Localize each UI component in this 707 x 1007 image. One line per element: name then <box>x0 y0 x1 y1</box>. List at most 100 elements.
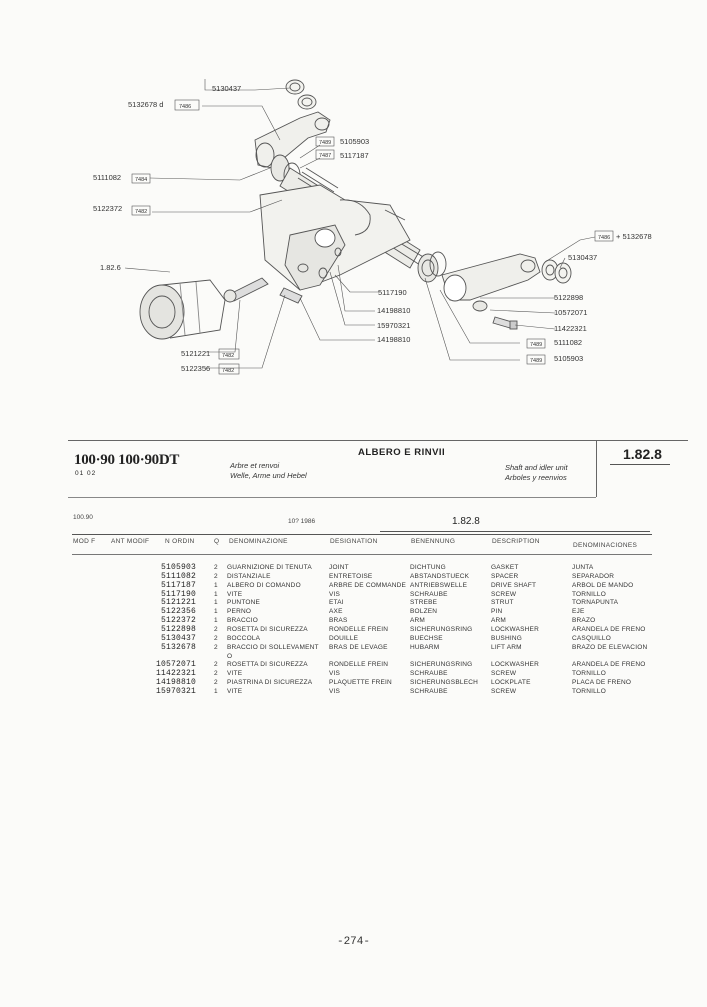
col-mod: MOD F <box>73 538 96 545</box>
cell-it: PUNTONE <box>227 599 261 607</box>
gasket-left <box>270 154 290 182</box>
table-row: 5111082 2 DISTANZIALE ENTRETOISE ABSTANDSTUE… <box>0 572 707 581</box>
cell-n: 5117190 <box>160 589 196 599</box>
cell-it: BRACCIO DI SOLLEVAMENT <box>227 643 319 651</box>
bushing-top-2 <box>297 94 317 110</box>
cell-n: 15970321 <box>155 686 196 696</box>
section-title: ALBERO E RINVII <box>358 447 446 458</box>
cell-n: 5111082 <box>160 571 196 581</box>
box-7487: 7487 <box>319 153 331 159</box>
gasket-right <box>417 253 439 283</box>
col-denominazione: DENOMINAZIONE <box>229 538 288 545</box>
cell-q: 1 <box>214 687 218 695</box>
cell-q: 2 <box>214 679 218 687</box>
cell-fr: AXE <box>329 608 343 616</box>
table-code: 1.82.8 <box>452 516 480 527</box>
callout-5117187: 5117187 <box>340 151 369 160</box>
col-n-ordin: N ORDIN <box>165 538 195 545</box>
cell-it: PIASTRINA DI SICUREZZA <box>227 679 313 687</box>
cell-q: 1 <box>214 608 218 616</box>
bushing-top-1 <box>285 79 305 95</box>
cell-n: 5122356 <box>160 607 196 617</box>
pin <box>279 287 303 304</box>
cell-es: EJE <box>572 608 585 616</box>
cell-q: 2 <box>214 643 218 651</box>
subtitle-german: Welle, Arme und Hebel <box>230 471 307 480</box>
table-rule-header <box>72 534 652 535</box>
cell-it: BRACCIO <box>227 617 259 625</box>
table-row: O <box>0 652 707 661</box>
hydraulic-unit <box>139 279 226 340</box>
callout-5105903-upper: 5105903 <box>340 137 369 146</box>
cell-de: SCHRAUBE <box>410 687 448 695</box>
cell-es: TORNILLO <box>572 670 606 678</box>
callout-1-82-6: 1.82.6 <box>100 263 121 272</box>
cell-q: 2 <box>214 625 218 633</box>
cell-q: 1 <box>214 617 218 625</box>
cell-fr: BRAS DE LEVAGE <box>329 643 388 651</box>
cell-n: 5121221 <box>160 598 196 608</box>
header-divider-right <box>596 440 597 497</box>
table-model: 100.90 <box>73 514 93 521</box>
cell-q: 1 <box>214 590 218 598</box>
cell-fr: ENTRETOISE <box>329 572 373 580</box>
cell-de: ABSTANDSTUECK <box>410 572 470 580</box>
cell-es: TORNAPUNTA <box>572 599 619 607</box>
cell-de: ARM <box>410 617 426 625</box>
callout-5132678-right: + 5132678 <box>616 232 652 241</box>
cell-en: DRIVE SHAFT <box>491 581 537 589</box>
cell-de: SICHERUNGSRING <box>410 661 473 669</box>
cell-n: 11422321 <box>155 669 196 679</box>
upper-lift-arm <box>254 111 331 169</box>
cell-de: DICHTUNG <box>410 564 446 571</box>
cell-fr: RONDELLE FREIN <box>329 661 389 669</box>
cell-en: STRUT <box>491 599 514 607</box>
col-designation: DESIGNATION <box>330 538 378 545</box>
cell-it: VITE <box>227 590 243 598</box>
cell-it: DISTANZIALE <box>227 572 271 580</box>
header-top-rule <box>68 440 688 441</box>
cell-es: ARANDELA DE FRENO <box>572 661 646 669</box>
box-7484: 7484 <box>135 177 147 183</box>
subtitle-french: Arbre et renvoi <box>230 461 280 470</box>
callout-14198810-lower: 14198810 <box>377 335 410 344</box>
cell-fr: ARBRE DE COMMANDE <box>329 581 407 589</box>
cell-de: STREBE <box>410 599 438 607</box>
cell-en: SCREW <box>491 670 517 678</box>
cell-es: ARBOL DE MANDO <box>572 581 634 589</box>
cell-en: GASKET <box>491 564 519 571</box>
cell-q: 1 <box>214 599 218 607</box>
cell-fr: VIS <box>329 687 341 695</box>
cell-fr: RONDELLE FREIN <box>329 625 389 633</box>
box-7486-right: 7486 <box>598 235 610 241</box>
model-numbers: 100·90 100·90DT <box>74 452 180 468</box>
callout-11422321: 11422321 <box>554 324 587 333</box>
cell-de: BOLZEN <box>410 608 438 616</box>
cell-de: SCHRAUBE <box>410 670 448 678</box>
callout-5122898: 5122898 <box>554 293 583 302</box>
cell-de: SICHERUNGSRING <box>410 625 473 633</box>
serial-numbers: 01 02 <box>75 470 97 477</box>
cell-q: 2 <box>214 634 218 642</box>
table-rule-header-bottom <box>72 554 652 555</box>
cell-de: ANTRIEBSWELLE <box>410 581 468 589</box>
cell-it: O <box>227 652 233 660</box>
cell-q: 2 <box>214 572 218 580</box>
cell-n: 5130437 <box>160 633 196 643</box>
lockwasher <box>472 300 488 312</box>
cell-fr: JOINT <box>329 564 349 571</box>
callout-5117190: 5117190 <box>378 288 407 297</box>
cell-it: ROSETTA DI SICUREZZA <box>227 661 308 669</box>
cell-en: LOCKPLATE <box>491 679 531 687</box>
cell-es: PLACA DE FRENO <box>572 679 632 687</box>
cell-en: LOCKWASHER <box>491 625 539 633</box>
callout-10572071: 10572071 <box>554 308 587 317</box>
col-denominaciones: DENOMINACIONES <box>573 542 638 549</box>
